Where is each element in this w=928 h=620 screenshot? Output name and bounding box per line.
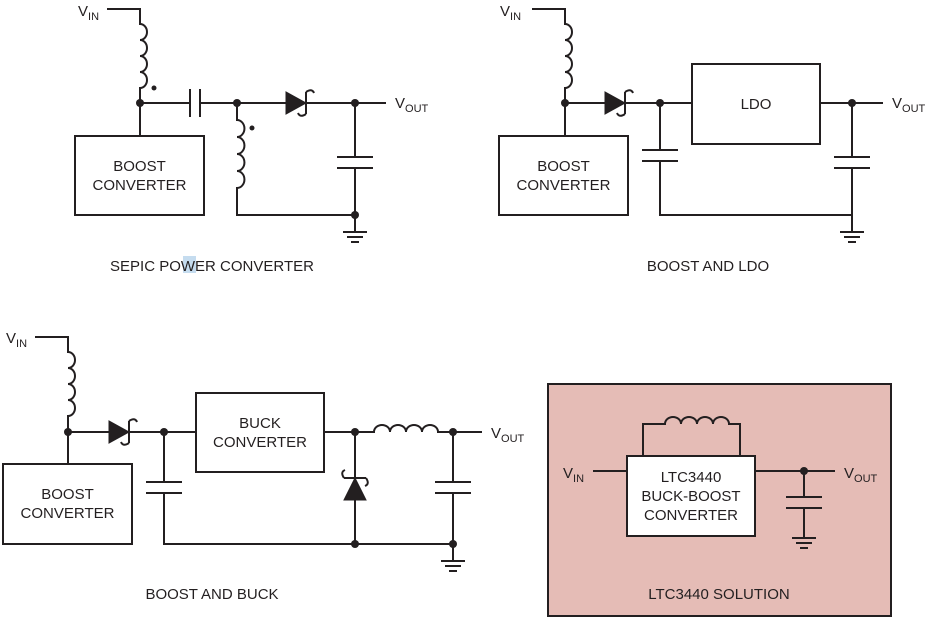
sepic-polarity-dot-1 [151, 85, 157, 91]
ldo-vin-wire [532, 8, 566, 25]
sepic-coupling-capacitor [189, 89, 201, 117]
sepic-circuit: VIN VOUT BOOST CONVERTER [74, 3, 429, 275]
ltc-solution-caption: LTC3440 SOLUTION [648, 586, 789, 603]
sepic-wire-ground-return [236, 187, 356, 216]
sepic-caption: SEPIC POWER CONVERTER [110, 258, 314, 275]
buck-vin-wire [35, 336, 69, 353]
buck-input-inductor [67, 351, 76, 417]
ltc-inductor [664, 416, 730, 425]
ltc-ground-symbol [792, 537, 816, 549]
ldo-boost-label-2: CONVERTER [517, 177, 611, 194]
sepic-boost-label-2: CONVERTER [93, 177, 187, 194]
ldo-ground-symbol [840, 231, 864, 243]
sepic-vin-label: VIN [78, 3, 99, 23]
sepic-output-capacitor [337, 156, 373, 169]
boost-ldo-caption: BOOST AND LDO [647, 258, 769, 275]
buck-converter-box [195, 392, 325, 473]
ltc-wire-inductor-left [642, 423, 666, 457]
sepic-polarity-dot-2 [249, 125, 255, 131]
buck-label-2: CONVERTER [213, 434, 307, 451]
ltc-wire-inductor-right [728, 423, 741, 457]
ldo-wire-ground-return [659, 160, 853, 216]
buck-freewheel-diode [343, 476, 367, 501]
sepic-vout-label: VOUT [395, 95, 429, 115]
buck-ground-symbol [441, 560, 465, 572]
text-selection-highlight [183, 256, 196, 273]
buck-boost-label-2: CONVERTER [21, 505, 115, 522]
ldo-label: LDO [741, 96, 772, 113]
buck-junction-5 [351, 540, 359, 548]
sepic-boost-converter-box [74, 135, 205, 216]
sepic-inductor-1 [139, 23, 148, 89]
buck-boost-label-1: BOOST [41, 486, 94, 503]
boost-ldo-circuit: VIN LDO VOUT BOOST CONVERTER BOOST AND L… [498, 3, 926, 275]
ldo-vout-label: VOUT [892, 95, 926, 115]
buck-output-inductor [373, 424, 439, 433]
sepic-junction-4 [351, 211, 359, 219]
ldo-boost-label-1: BOOST [537, 158, 590, 175]
ldo-inductor [564, 23, 573, 89]
buck-junction-6 [449, 540, 457, 548]
sepic-boost-label-1: BOOST [113, 158, 166, 175]
buck-schottky-diode [108, 420, 131, 444]
ldo-output-capacitor [834, 156, 870, 169]
ltc-label-1: LTC3440 [661, 469, 722, 486]
sepic-ground-symbol [343, 231, 367, 243]
boost-buck-caption: BOOST AND BUCK [145, 586, 278, 603]
ltc-vout-label: VOUT [844, 465, 878, 485]
sepic-schottky-diode [285, 91, 308, 115]
buck-vin-label: VIN [6, 330, 27, 350]
ltc-label-2: BUCK-BOOST [641, 488, 740, 505]
buck-vout-label: VOUT [491, 425, 525, 445]
ltc-vin-label: VIN [563, 465, 584, 485]
ltc3440-solution-circuit: VIN LTC3440 BUCK-BOOST CONVERTER VOUT LT… [547, 383, 892, 617]
buck-boost-converter-box [2, 463, 133, 545]
buck-label-1: BUCK [239, 415, 281, 432]
ldo-boost-converter-box [498, 135, 629, 216]
buck-input-capacitor [146, 481, 182, 494]
boost-buck-circuit: VIN BUCK CONVERTER VOUT [2, 330, 525, 603]
ldo-input-capacitor [642, 149, 678, 162]
ltc3440-chip-box [626, 455, 756, 537]
sepic-vin-wire [107, 8, 141, 25]
ltc-label-3: CONVERTER [644, 507, 738, 524]
ldo-schottky-diode [604, 91, 627, 115]
buck-output-capacitor [435, 481, 471, 494]
sepic-inductor-2 [236, 119, 246, 189]
ldo-vin-label: VIN [500, 3, 521, 23]
buck-wire-ground-return [163, 492, 454, 545]
